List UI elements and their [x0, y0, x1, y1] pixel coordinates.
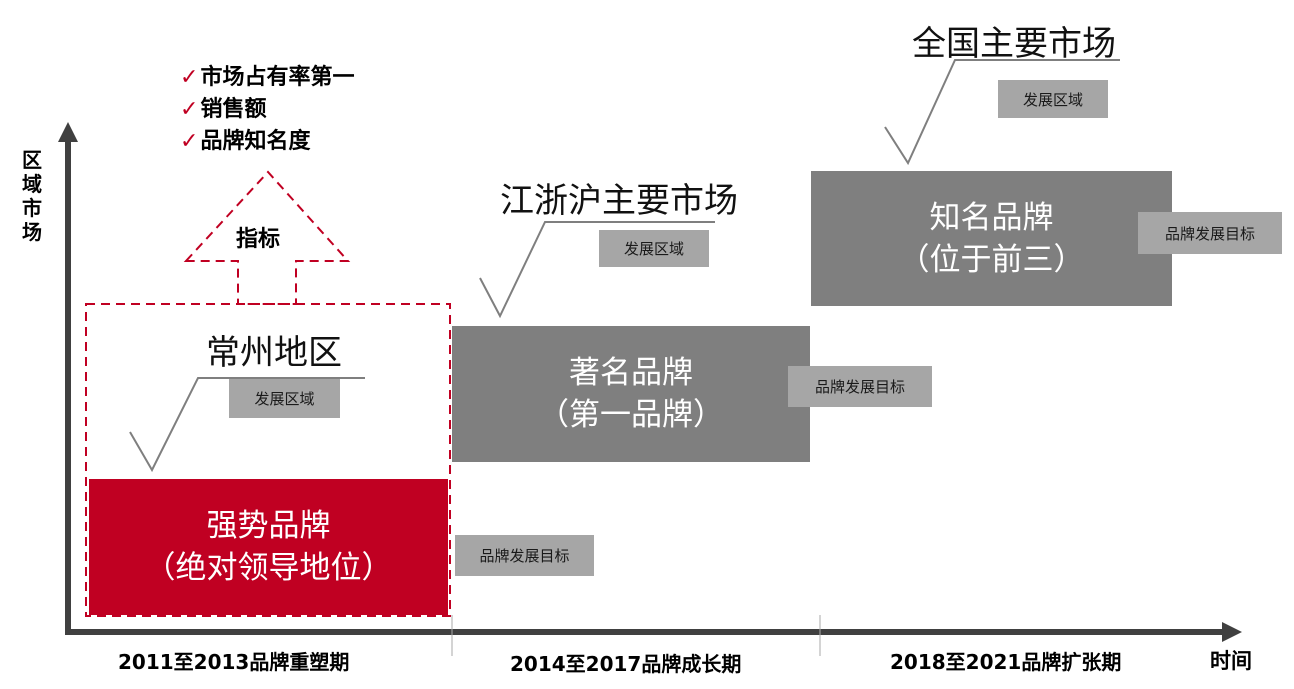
brand-goal-box: 著名品牌 （第一品牌）	[452, 326, 810, 462]
period-label: 2014至2017品牌成长期	[510, 652, 742, 676]
period-label: 2018至2021品牌扩张期	[890, 650, 1122, 674]
region-tag: 发展区域	[599, 230, 709, 267]
indicator-item: ✓品牌知名度	[180, 129, 311, 154]
x-axis-label: 时间	[1210, 649, 1252, 673]
brand-goal-title: 强势品牌	[206, 508, 331, 544]
goal-tag: 品牌发展目标	[1138, 212, 1282, 254]
callout-check-line	[479, 221, 715, 319]
period-label: 2011至2013品牌重塑期	[118, 650, 350, 674]
region-heading: 江浙沪主要市场	[500, 181, 738, 221]
callout-check-line	[129, 377, 365, 473]
indicator-item: ✓市场占有率第一	[180, 65, 355, 90]
check-icon: ✓	[180, 129, 199, 154]
brand-goal-title: 著名品牌	[569, 355, 693, 391]
callout-check-line	[884, 59, 1120, 166]
dashed-up-arrow	[183, 170, 351, 305]
goal-tag: 品牌发展目标	[788, 366, 932, 407]
region-heading: 常州地区	[206, 333, 342, 373]
check-icon: ✓	[180, 65, 199, 90]
brand-goal-box: 强势品牌 （绝对领导地位）	[89, 479, 448, 615]
x-axis	[65, 622, 1242, 642]
y-axis-label: 区域市场	[22, 148, 42, 244]
brand-goal-box: 知名品牌 （位于前三）	[811, 171, 1172, 306]
goal-tag: 品牌发展目标	[455, 535, 594, 576]
region-tag: 发展区域	[998, 80, 1108, 118]
region-tag: 发展区域	[229, 379, 340, 418]
brand-goal-subtitle: （绝对领导地位）	[144, 550, 393, 586]
brand-goal-subtitle: （位于前三）	[898, 241, 1085, 278]
indicator-title: 指标	[236, 227, 281, 252]
indicator-item: ✓销售额	[180, 97, 267, 122]
y-axis	[58, 122, 78, 632]
brand-goal-title: 知名品牌	[929, 199, 1054, 236]
indicator-list: ✓市场占有率第一 ✓销售额 ✓品牌知名度	[180, 62, 354, 158]
brand-goal-subtitle: （第一品牌）	[538, 397, 724, 433]
region-heading: 全国主要市场	[912, 24, 1116, 64]
check-icon: ✓	[180, 97, 199, 122]
